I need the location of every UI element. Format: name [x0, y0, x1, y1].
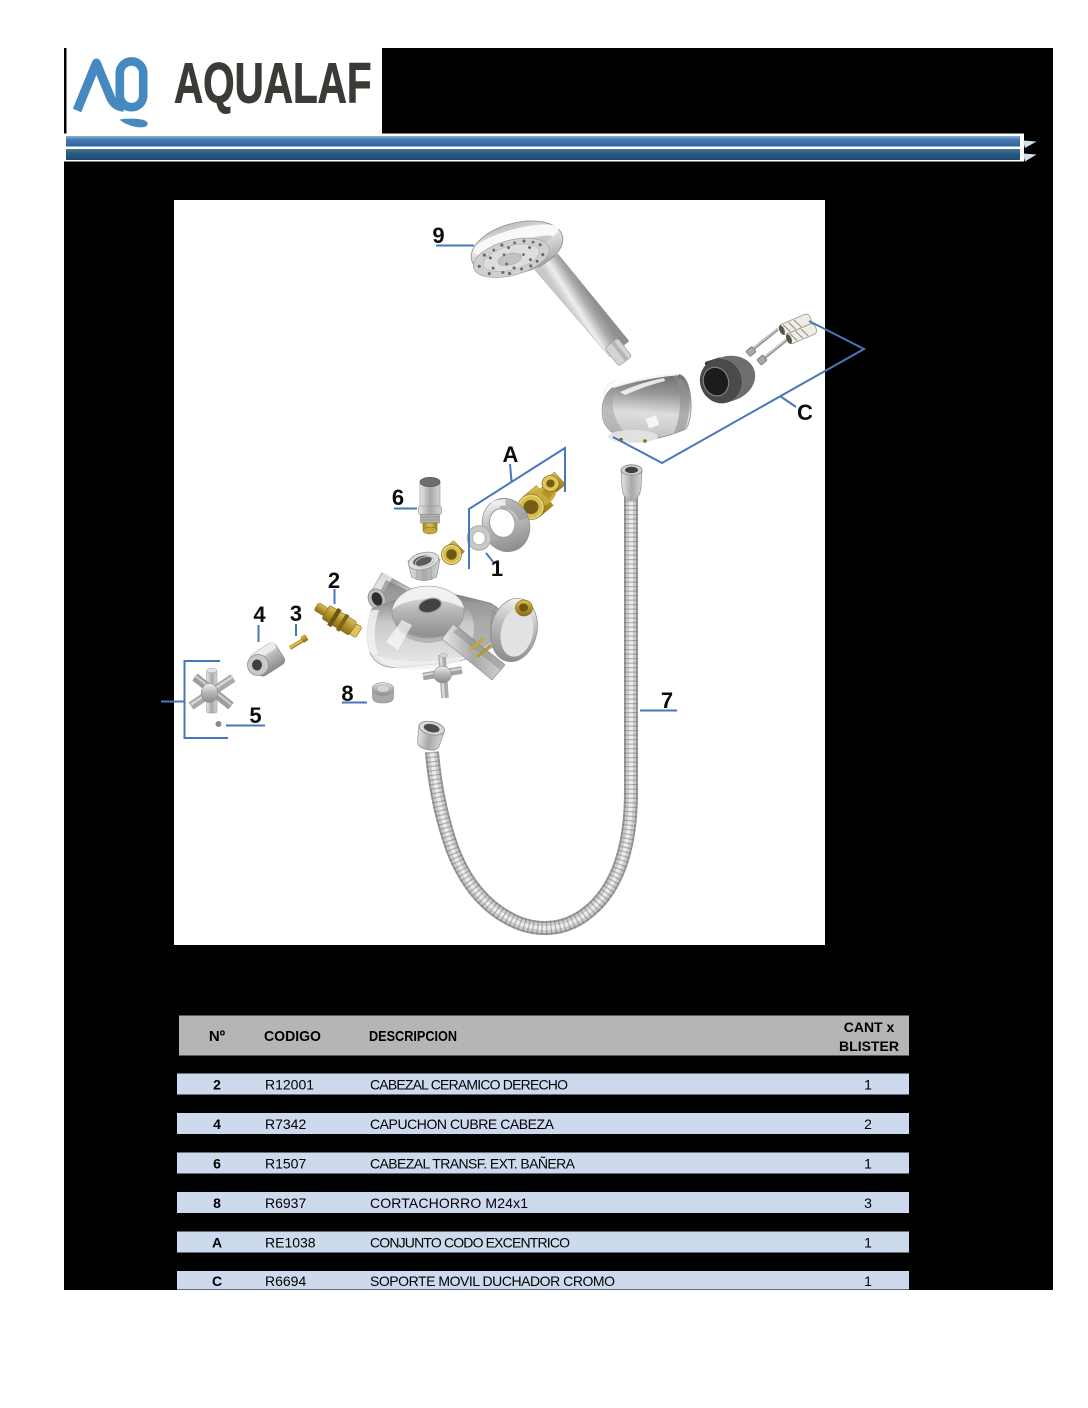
- svg-text:8: 8: [213, 1195, 221, 1211]
- svg-text:SOPORTE MOVIL DUCHADOR CROMO: SOPORTE MOVIL DUCHADOR CROMO: [370, 1273, 615, 1289]
- svg-text:CONJUNTO CODO EXCENTRICO: CONJUNTO CODO EXCENTRICO: [370, 1235, 570, 1251]
- svg-text:R6694: R6694: [265, 1273, 306, 1289]
- svg-text:CODIGO: CODIGO: [264, 1028, 321, 1045]
- svg-text:7: 7: [661, 688, 673, 713]
- svg-text:1: 1: [491, 556, 503, 581]
- svg-text:4: 4: [213, 1116, 221, 1132]
- svg-text:A: A: [503, 442, 519, 467]
- svg-text:2: 2: [213, 1077, 221, 1093]
- svg-text:R7342: R7342: [265, 1116, 306, 1132]
- svg-text:2: 2: [864, 1116, 872, 1132]
- svg-text:C: C: [212, 1273, 222, 1289]
- svg-text:RE1038: RE1038: [265, 1235, 316, 1251]
- svg-text:1: 1: [864, 1156, 872, 1172]
- svg-text:A: A: [212, 1235, 222, 1251]
- svg-text:4: 4: [253, 602, 266, 627]
- svg-text:8: 8: [341, 681, 353, 706]
- svg-text:Nº: Nº: [209, 1028, 226, 1045]
- svg-text:R6937: R6937: [265, 1195, 306, 1211]
- svg-text:CABEZAL TRANSF. EXT. BAÑERA: CABEZAL TRANSF. EXT. BAÑERA: [370, 1156, 576, 1172]
- svg-text:R1507: R1507: [265, 1156, 306, 1172]
- svg-text:CANT x: CANT x: [844, 1019, 895, 1035]
- svg-text:1: 1: [864, 1077, 872, 1093]
- svg-text:CABEZAL CERAMICO DERECHO: CABEZAL CERAMICO DERECHO: [370, 1077, 568, 1093]
- svg-text:5: 5: [249, 703, 261, 728]
- svg-text:9: 9: [432, 223, 444, 248]
- svg-text:6: 6: [213, 1156, 221, 1172]
- svg-text:DESCRIPCION: DESCRIPCION: [369, 1028, 457, 1045]
- svg-text:CAPUCHON CUBRE CABEZA: CAPUCHON CUBRE CABEZA: [370, 1116, 555, 1132]
- svg-text:3: 3: [864, 1195, 872, 1211]
- svg-text:C: C: [797, 400, 813, 425]
- svg-text:2: 2: [328, 568, 340, 593]
- svg-text:R12001: R12001: [265, 1077, 314, 1093]
- svg-text:3: 3: [290, 601, 302, 626]
- svg-text:CORTACHORRO M24x1: CORTACHORRO M24x1: [370, 1195, 528, 1211]
- svg-text:6: 6: [392, 485, 404, 510]
- svg-text:AQUALAF: AQUALAF: [174, 52, 372, 115]
- svg-text:1: 1: [864, 1235, 872, 1251]
- svg-text:1: 1: [864, 1273, 872, 1289]
- svg-text:BLISTER: BLISTER: [839, 1038, 899, 1054]
